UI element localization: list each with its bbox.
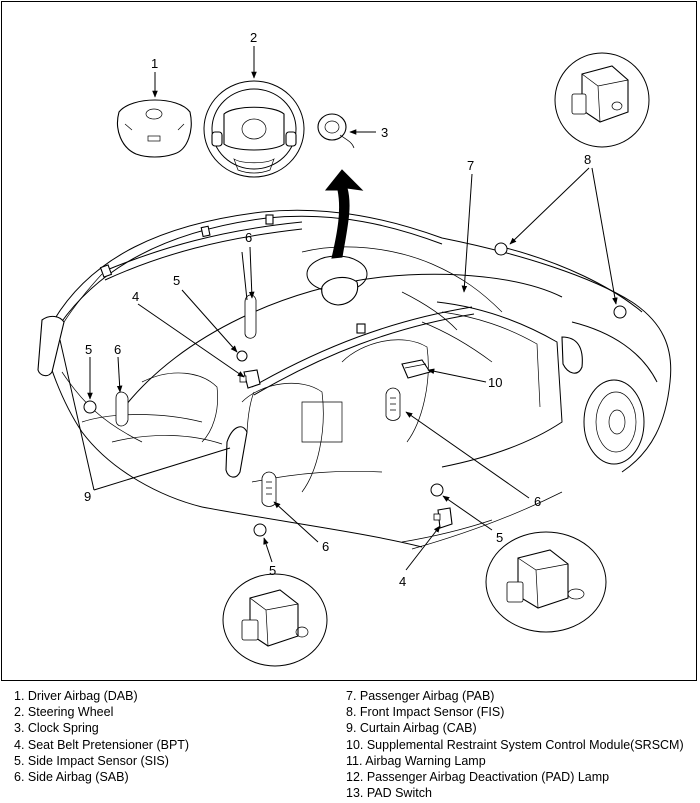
leader-lines [59, 46, 618, 571]
callout-2: 2 [250, 30, 257, 45]
detail-bubble-front-impact-sensor [554, 52, 650, 148]
legend-item: 1. Driver Airbag (DAB) [14, 689, 138, 703]
callout-5a: 5 [173, 273, 180, 288]
callout-9: 9 [84, 489, 91, 504]
assembly-arrow [321, 169, 364, 306]
callout-8: 8 [584, 152, 591, 167]
srscm-module [401, 359, 431, 379]
callout-6b: 6 [114, 342, 121, 357]
curtain-airbag-front [225, 306, 475, 478]
callout-5b: 5 [85, 342, 92, 357]
clock-spring [317, 113, 355, 149]
detail-bubble-side-impact-sensor-rear [222, 573, 328, 667]
legend-item: 2. Steering Wheel [14, 705, 114, 720]
side-airbag-1 [241, 251, 257, 339]
legend-item: 9. Curtain Airbag (CAB) [346, 721, 477, 736]
side-airbag-3 [385, 387, 401, 421]
legend-item: 11. Airbag Warning Lamp [346, 753, 486, 768]
legend-right-column: 7. Passenger Airbag (PAB) 8. Front Impac… [346, 688, 684, 801]
legend-item: 8. Front Impact Sensor (FIS) [346, 705, 505, 720]
legend-item: 5. Side Impact Sensor (SIS) [14, 753, 169, 768]
callout-4b: 4 [399, 574, 406, 589]
callout-numbers: 1 2 3 8 7 6 5 4 5 6 9 10 6 5 4 6 5 [84, 30, 591, 589]
front-impact-sensor-circles [494, 242, 627, 319]
curtain-airbag-rear [37, 214, 303, 377]
callout-3: 3 [381, 125, 388, 140]
callout-1: 1 [151, 56, 158, 71]
legend-item: 12. Passenger Airbag Deactivation (PAD) … [346, 770, 610, 785]
callout-6d: 6 [322, 539, 329, 554]
callout-4a: 4 [132, 289, 139, 304]
callout-5d: 5 [269, 563, 276, 578]
driver-airbag [117, 99, 192, 158]
legend-item: 4. Seat Belt Pretensioner (BPT) [14, 737, 190, 752]
callout-10: 10 [488, 375, 502, 390]
car-body [41, 209, 672, 550]
seat-belt-pretensioner-front [433, 507, 453, 529]
legend-item: 6. Side Airbag (SAB) [14, 770, 129, 785]
legend-item: 10. Supplemental Restraint System Contro… [346, 737, 684, 752]
side-airbag-4 [261, 471, 277, 507]
detail-bubble-side-impact-sensor-front [485, 531, 607, 633]
callout-7: 7 [467, 158, 474, 173]
legend-item: 3. Clock Spring [14, 721, 99, 736]
legend-item: 7. Passenger Airbag (PAB) [346, 689, 495, 703]
callout-6a: 6 [245, 230, 252, 245]
legend-left-column: 1. Driver Airbag (DAB) 2. Steering Wheel… [14, 688, 189, 785]
diagram-frame: 1 2 3 8 7 6 5 4 5 6 9 10 6 5 4 6 5 [1, 1, 697, 681]
seat-belt-pretensioner-rear [239, 369, 261, 389]
side-impact-sensor-circles [83, 350, 444, 537]
callout-5c: 5 [496, 530, 503, 545]
airbag-system-diagram: 1 2 3 8 7 6 5 4 5 6 9 10 6 5 4 6 5 [37, 30, 672, 667]
steering-wheel [203, 80, 305, 178]
legend-item: 13. PAD Switch [346, 786, 432, 801]
side-airbag-2 [115, 391, 129, 427]
callout-6c: 6 [534, 494, 541, 509]
